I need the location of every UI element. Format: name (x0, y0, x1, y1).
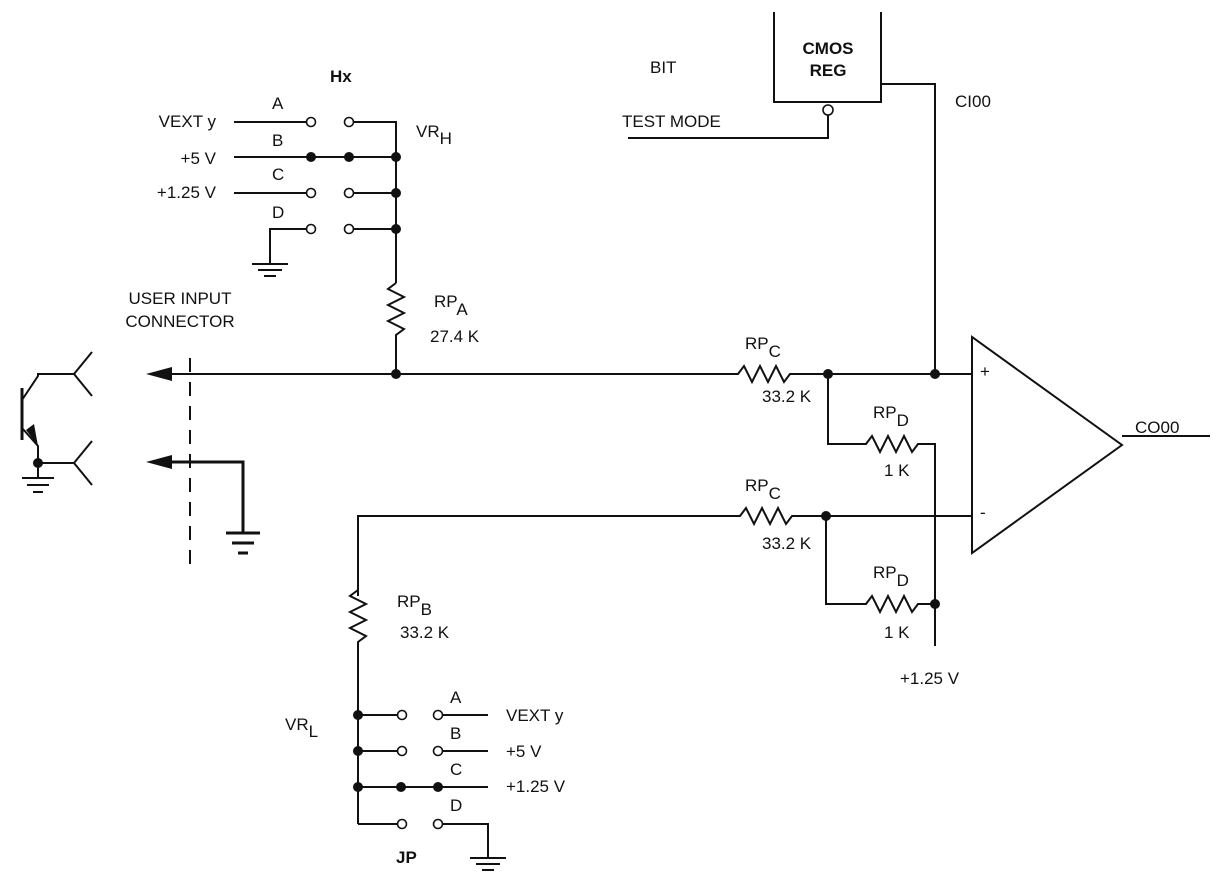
jumper-hx-pin-a: A (272, 94, 284, 113)
jumper-hx-source-1v25: +1.25 V (157, 183, 217, 202)
test-mode-inverter-bubble (822, 104, 834, 116)
cmos-register: CMOS REG BIT TEST MODE CI00 (622, 12, 991, 374)
rpd-top-label: RPD (873, 403, 909, 430)
vrh-rail (353, 121, 397, 283)
jumper-hx-source-5v: +5 V (181, 149, 217, 168)
resistor-rpc-top: RPC 33.2 K (396, 334, 972, 406)
rpd-top-value: 1 K (884, 461, 910, 480)
rpc-bottom-label: RPC (745, 476, 781, 503)
vrh-junction-c (391, 188, 401, 198)
bias-label: +1.25 V (900, 669, 960, 688)
ground-return-arrow (146, 455, 172, 469)
rpb-value: 33.2 K (400, 623, 450, 642)
rpc-bottom-value: 33.2 K (762, 534, 812, 553)
jp-pin-a-right (432, 709, 444, 721)
ci00-label: CI00 (955, 92, 991, 111)
cmos-reg-box (773, 12, 882, 103)
cmos-reg-line2: REG (810, 61, 847, 80)
vrl-label: VRL (285, 715, 318, 741)
comparator-minus-input: - (980, 503, 986, 522)
jumper-jp-title: JP (396, 848, 417, 867)
resistor-rpb: RPB 33.2 K (347, 589, 450, 824)
test-mode-label: TEST MODE (622, 112, 721, 131)
jumper-hx-pin-b: B (272, 131, 283, 150)
hx-pin-a-left (305, 116, 317, 128)
jp-pin-d-left (396, 818, 408, 830)
ground-symbol-jp (470, 857, 506, 871)
jumper-hx: Hx A B C D VEXT y +5 V +1.25 V (157, 67, 452, 283)
rpa-label: RPA (434, 292, 468, 319)
ground-symbol-connector (226, 531, 260, 555)
bias-junction (930, 599, 940, 609)
vrl-junction-a (353, 710, 363, 720)
jumper-jp-pin-d: D (450, 796, 462, 815)
comparator: + - CO00 (971, 335, 1210, 555)
hx-pin-d-right (343, 223, 355, 235)
jumper-jp-source-vext: VEXT y (506, 706, 564, 725)
rpc-top-label: RPC (745, 334, 781, 361)
input-arrow (146, 367, 172, 381)
resistor-rpc-bottom: RPC 33.2 K (357, 476, 972, 596)
jumper-hx-pin-d: D (272, 203, 284, 222)
comparator-triangle (971, 335, 1124, 555)
test-mode-line (628, 115, 829, 139)
user-input-connector: USER INPUT CONNECTOR (20, 289, 396, 565)
jp-pin-b-right (432, 745, 444, 757)
bit-label: BIT (650, 58, 676, 77)
jp-pin-a-left (396, 709, 408, 721)
ground-return-line (168, 460, 245, 533)
vrh-junction-d (391, 224, 401, 234)
connector-label-line1: USER INPUT (129, 289, 232, 308)
rpd-bottom-label: RPD (873, 563, 909, 590)
rpd-bottom-value: 1 K (884, 623, 910, 642)
resistor-rpa: RPA 27.4 K (385, 282, 480, 374)
transistor-symbol (20, 351, 93, 493)
hx-pin-d-left (305, 223, 317, 235)
cmos-reg-line1: CMOS (803, 39, 854, 58)
jumper-hx-pin-c: C (272, 165, 284, 184)
vrl-junction-c (353, 782, 363, 792)
ci00-line (881, 83, 936, 374)
hx-pin-b-right (344, 152, 354, 162)
jp-pin-c-right (433, 782, 443, 792)
hx-pin-a-right (343, 116, 355, 128)
jp-pin-b-left (396, 745, 408, 757)
jumper-jp-pin-a: A (450, 688, 462, 707)
co00-label: CO00 (1135, 418, 1179, 437)
ground-symbol-hx (252, 263, 288, 277)
resistor-rpd-top: RPD 1 K (827, 374, 936, 604)
jumper-jp-source-1v25: +1.25 V (506, 777, 566, 796)
connector-label-line2: CONNECTOR (125, 312, 234, 331)
jumper-jp-source-5v: +5 V (506, 742, 542, 761)
hx-wire-d (269, 228, 307, 264)
jp-wire-d (442, 823, 489, 858)
hx-pin-b-left (306, 152, 316, 162)
hx-pin-c-left (305, 187, 317, 199)
vrh-label: VRH (416, 122, 452, 148)
jumper-jp: VRL A B C D VEXT y +5 V +1.25 V JP (285, 688, 566, 871)
rpc-top-value: 33.2 K (762, 387, 812, 406)
jumper-jp-pin-b: B (450, 724, 461, 743)
rpa-value: 27.4 K (430, 327, 480, 346)
resistor-rpd-bottom: RPD 1 K (825, 516, 936, 646)
vrl-junction-b (353, 746, 363, 756)
jp-pin-c-left (396, 782, 406, 792)
jumper-hx-source-vext: VEXT y (159, 112, 217, 131)
hx-pin-c-right (343, 187, 355, 199)
jumper-hx-title: Hx (330, 67, 352, 86)
comparator-plus-input: + (980, 362, 990, 381)
vrh-junction-b (391, 152, 401, 162)
rpb-label: RPB (397, 592, 432, 619)
jp-pin-d-right (432, 818, 444, 830)
jumper-jp-pin-c: C (450, 760, 462, 779)
